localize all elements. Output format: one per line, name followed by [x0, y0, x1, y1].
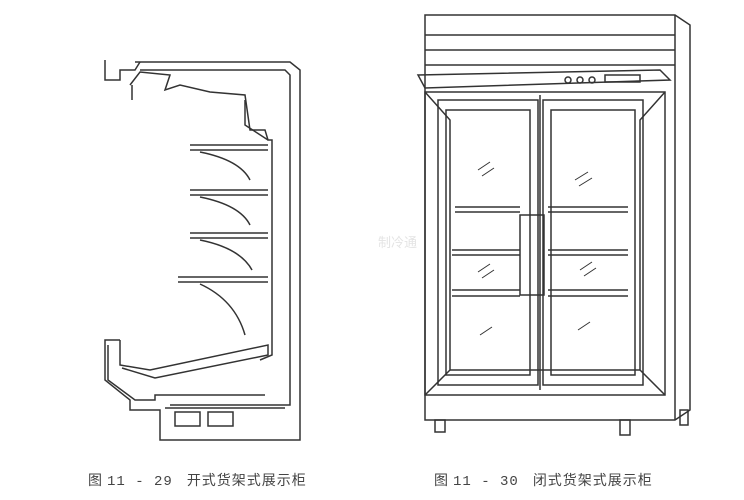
- figure-title: 闭式货架式展示柜: [532, 473, 653, 489]
- figure-label: 图: [434, 473, 449, 489]
- figure-number: 11 - 29: [107, 474, 173, 490]
- watermark: 制冷通: [378, 236, 418, 251]
- shelf: [178, 144, 268, 336]
- figure-number: 11 - 30: [453, 474, 519, 490]
- figure-title: 开式货架式展示柜: [186, 473, 307, 489]
- figure-label: 图: [88, 473, 103, 489]
